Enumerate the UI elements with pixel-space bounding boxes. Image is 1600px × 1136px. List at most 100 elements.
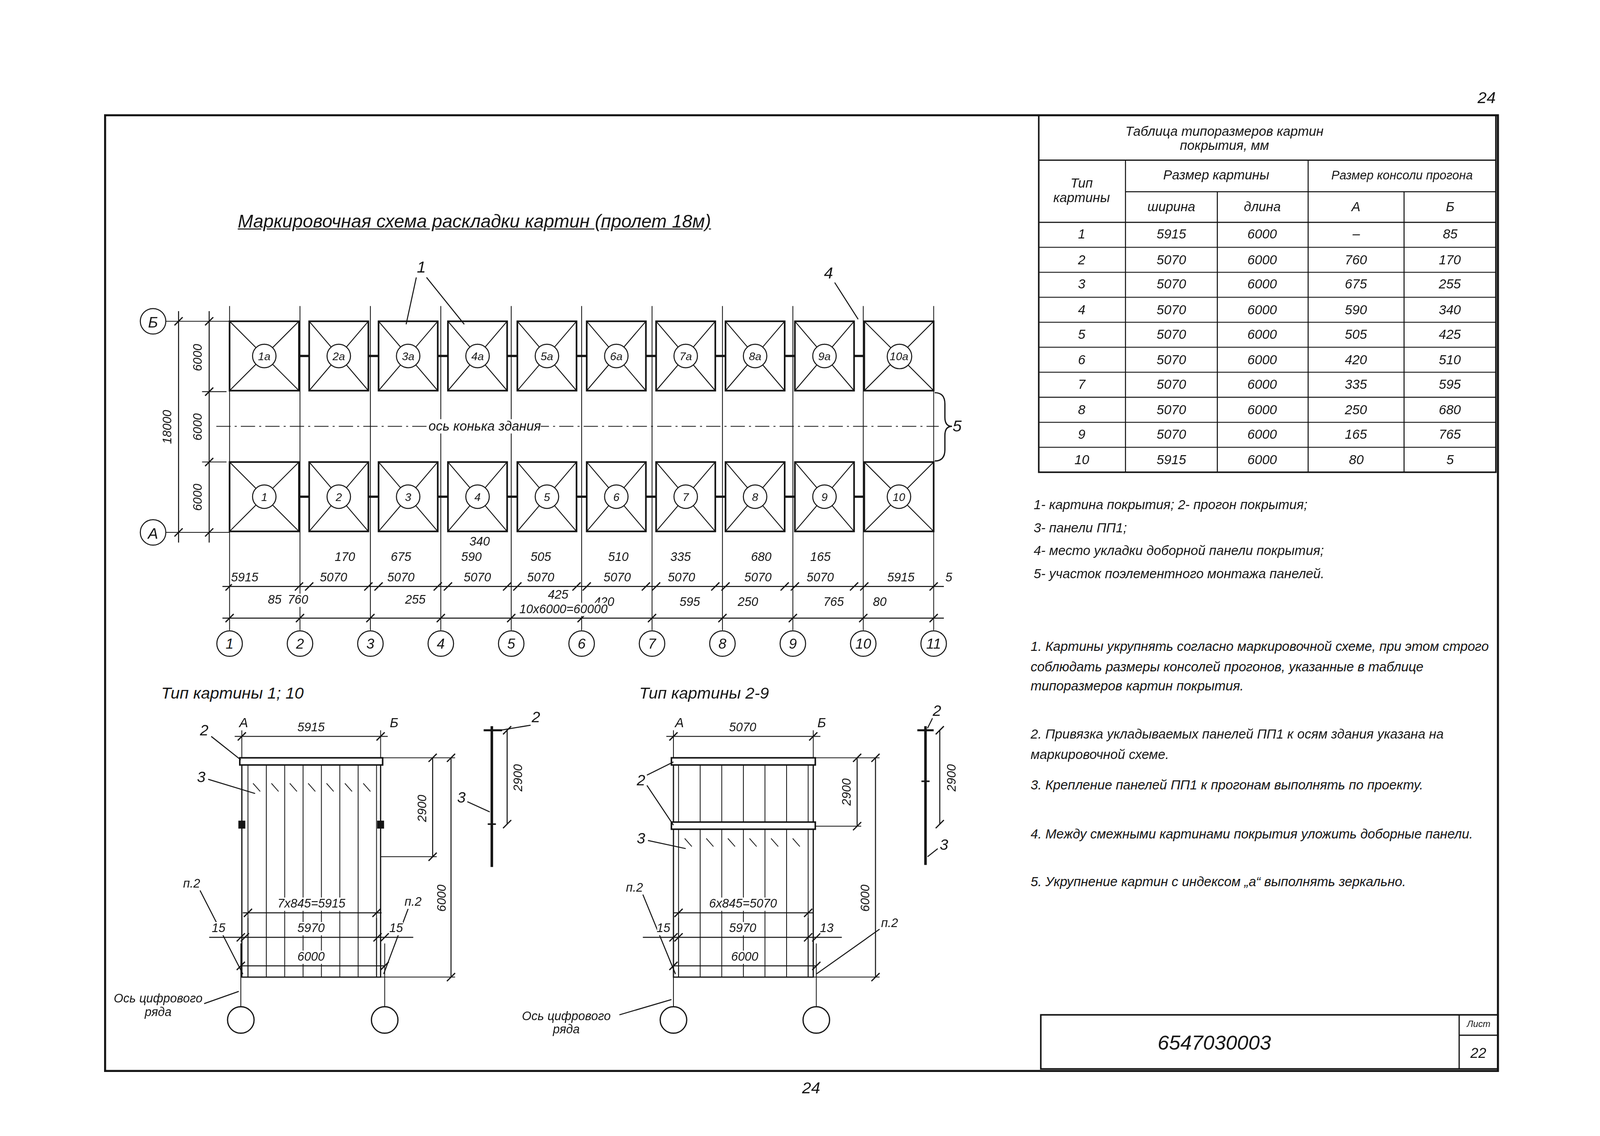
dimension-tick [503,582,512,591]
fastener-mark [289,783,298,793]
table-cell: 6 [1077,352,1086,368]
axis-bubble [371,1006,398,1034]
table-cell: 6000 [1247,377,1277,393]
dimension-tick [788,614,798,623]
panel-cross [656,462,716,532]
panel-cross [864,462,934,532]
marker-text: 6 [577,636,586,651]
dimension-tick [225,614,234,623]
panel-cross [309,462,369,532]
extension-line [812,730,814,759]
dimension-label: 165 [810,550,831,564]
page-number: 24 [1477,88,1496,107]
dimension-label: 5915 [231,570,259,585]
panel-cross [725,321,785,391]
leader-line [619,1000,672,1016]
panel-cross [448,321,508,391]
dimension-tick [204,387,214,396]
dimension-label: 5070 [667,570,696,585]
purlin-link [715,495,726,499]
panel-mark: 3 [395,484,421,510]
purlin-stub [238,821,245,829]
table-cell: 5070 [1156,352,1187,368]
axis-bubble: 5 [498,630,525,658]
table-header: Б [1445,199,1455,215]
dimension-line [673,912,814,914]
dimension-label: 15 [389,922,404,936]
marker-text: 5 [507,636,516,651]
axis-name: ось конька здания [428,419,541,434]
extension-line [813,976,880,978]
marker-text: 8а [748,350,762,362]
table-cell: 5070 [1156,427,1187,443]
leader-line [383,909,409,975]
dimension-label: Б [817,716,827,731]
table-cell: 8 [1077,402,1086,418]
purlin-link [507,495,518,499]
panel-cross [586,321,646,391]
purlin-link [645,354,656,358]
table-cell: 6000 [1247,227,1277,243]
dimension-label: 6х845=5070 [709,897,778,912]
dimension-tick [244,909,253,918]
dimension-tick [447,753,456,763]
panel-cross [517,462,577,532]
dimension-line [673,965,817,967]
dimension-label: 250 [737,595,758,609]
panel-outline [241,757,381,978]
dimension-tick [641,582,650,591]
table-cell: 250 [1345,402,1368,418]
dimension-label: 595 [679,595,701,609]
extension-line [380,856,438,858]
legend-line: 4- место укладки доборной панели покрыти… [1033,543,1325,559]
panel-cross [586,462,646,532]
fastener-mark [792,838,800,848]
table-cell: 6000 [1247,452,1277,468]
axis-bubble: А [139,519,167,546]
panel-cross [309,321,369,391]
dimension-label: 255 [404,593,426,608]
panel-cross [309,321,369,391]
fastener-mark [684,838,693,848]
dimension-tick [380,933,389,943]
table-cell: 6000 [1247,427,1277,443]
dimension-label: 6000 [297,950,325,965]
marker-text: 2 [335,491,343,503]
axis-line [722,306,723,631]
axis-line [240,943,242,1007]
axis-line [651,306,653,631]
panel-mark: 4а [465,343,490,369]
table-cell: 85 [1442,227,1458,243]
panel-cross [864,321,934,391]
fastener-mark [271,783,279,793]
panel-mark: 6а [603,343,629,369]
page-number: 24 [802,1079,821,1098]
dimension-label: 2900 [511,763,526,792]
panel-joint [699,765,701,978]
marker-text: 3 [366,636,375,651]
purlin-stub [377,821,384,829]
marker-text: 4 [474,491,481,503]
purlin-section [487,823,496,826]
purlin-link [645,495,656,499]
table-cell: – [1352,227,1360,243]
table-rule [1125,191,1496,193]
roof-panel-assembly [864,321,934,391]
table-rule [1038,422,1496,424]
roof-panel-assembly [309,321,369,391]
panel-cross [517,321,577,391]
dimension-label: 5070 [744,570,772,585]
table-title: Таблица типоразмеров картин покрытия, мм [1101,124,1347,154]
table-cell: 2 [1077,252,1086,268]
axis-bubble: 9 [779,630,807,658]
axis-bubble: 6 [568,630,595,658]
table-header: А [1351,199,1361,215]
dimension-tick [503,820,512,829]
roof-panel-assembly [309,462,369,532]
dimension-label: 6000 [190,343,205,371]
table-cell: 6000 [1247,277,1277,293]
dimension-label: 505 [530,550,552,564]
panel-cross [229,462,300,532]
dimension-tick [859,614,868,623]
dimension-label: 6000 [190,413,205,441]
